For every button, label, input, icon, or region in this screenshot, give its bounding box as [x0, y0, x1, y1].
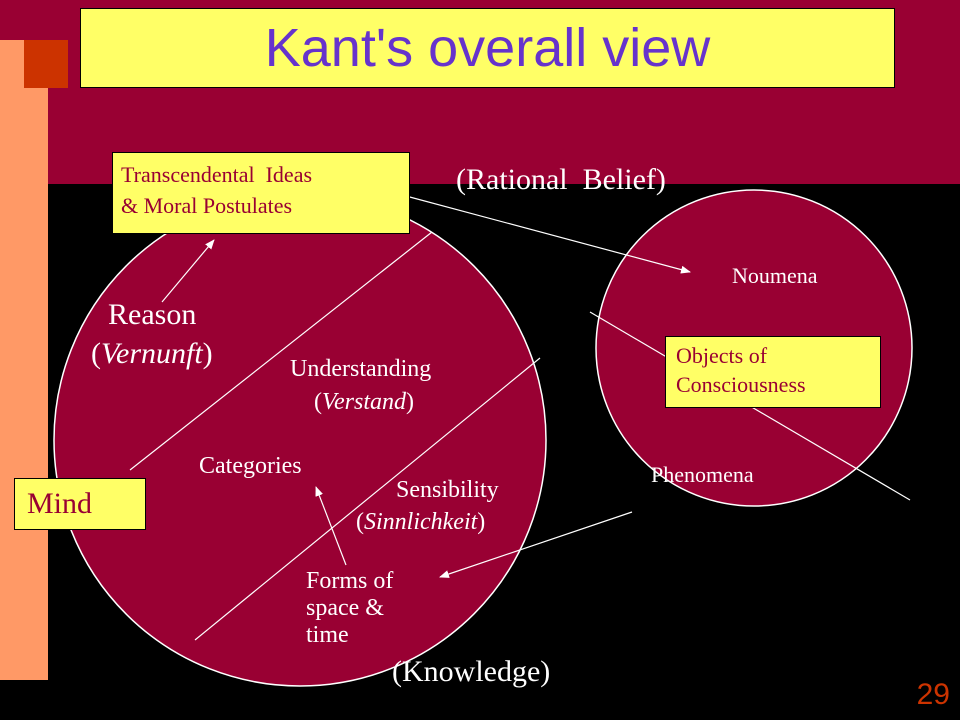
verstand-label: (Verstand) [314, 389, 414, 415]
transcendental-ideas-box: Transcendental Ideas & Moral Postulates [112, 152, 410, 234]
sinnlichkeit-term: Sinnlichkeit [364, 509, 478, 535]
corner-square [24, 40, 68, 88]
reason-label: Reason [108, 298, 197, 331]
ideas-line-1: Transcendental Ideas [121, 162, 313, 187]
understanding-label: Understanding [290, 356, 432, 382]
sensibility-label: Sensibility [396, 477, 499, 503]
ideas-line-2: & Moral Postulates [121, 193, 293, 218]
objects-line-2: Consciousness [676, 372, 806, 397]
slide-number: 29 [916, 678, 950, 711]
phenomena-to-forms-arrow [439, 511, 633, 578]
categories-label: Categories [199, 453, 302, 479]
forms-line-2: space & [306, 595, 384, 621]
reason-understanding-divider [129, 231, 433, 471]
understanding-sensibility-divider [194, 357, 541, 641]
noumena-label: Noumena [732, 263, 818, 288]
forms-line-3: time [306, 622, 349, 648]
vernunft-term: Vernunft [101, 337, 203, 370]
forms-line-1: Forms of [306, 568, 394, 594]
forms-of-space-time-label: Forms of space & time [306, 568, 393, 649]
knowledge-label: (Knowledge) [392, 655, 551, 688]
mind-box: Mind [14, 478, 146, 530]
sinnlichkeit-label: (Sinnlichkeit) [356, 509, 486, 535]
verstand-term: Verstand [322, 389, 406, 415]
ideas-to-noumena-arrow [405, 195, 691, 274]
mind-circle [53, 193, 547, 687]
mind-label: Mind [27, 487, 93, 520]
title-box: Kant's overall view [80, 8, 895, 88]
rational-belief-label: (Rational Belief) [456, 163, 666, 196]
slide-title: Kant's overall view [264, 18, 711, 78]
vernunft-label: (Vernunft) [91, 337, 213, 370]
forms-to-categories-arrow [315, 486, 347, 566]
reason-to-ideas-arrow [161, 239, 215, 303]
phenomena-label: Phenomena [651, 462, 754, 487]
left-stripe [0, 40, 48, 680]
objects-line-1: Objects of [676, 343, 768, 368]
objects-of-consciousness-box: Objects of Consciousness [665, 336, 881, 408]
